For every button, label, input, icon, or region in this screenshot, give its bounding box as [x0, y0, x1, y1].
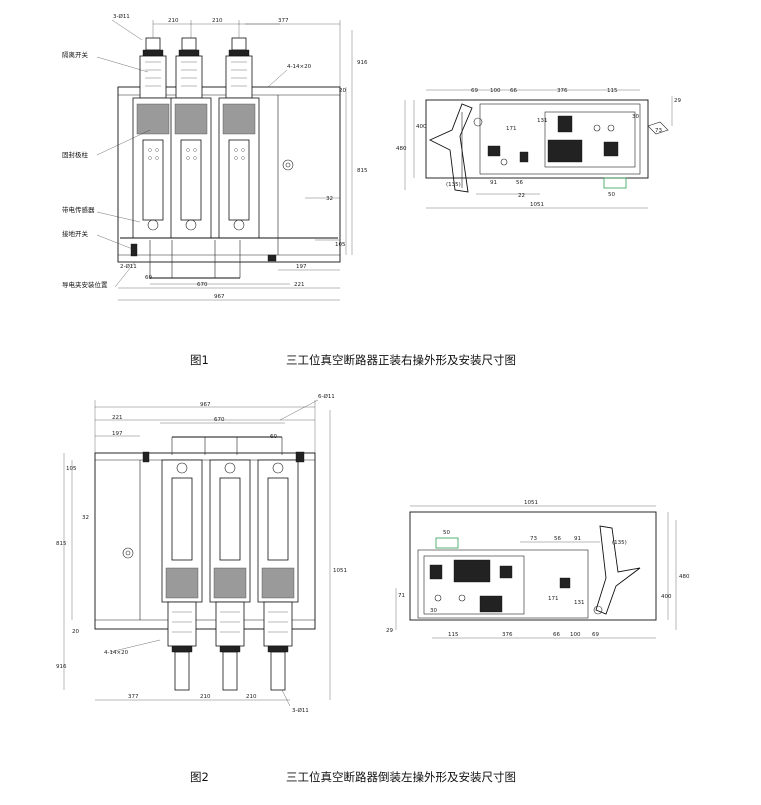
fig2-d32: 32: [82, 515, 89, 521]
fig2-side-d69: 69: [592, 632, 599, 638]
fig1-dim-105: 105: [335, 242, 346, 248]
fig1-caption-number: 图1: [190, 353, 209, 367]
fig1-top-right: 377: [278, 18, 289, 24]
fig2-d210a: 210: [200, 694, 211, 700]
fig2-d197: 197: [112, 431, 123, 437]
fig1-label-isolating-switch: 隔离开关: [62, 50, 89, 59]
fig2-d221: 221: [112, 415, 123, 421]
fig2-side-d135: (135): [612, 540, 627, 546]
fig2-holes-bottom: 3-Ø11: [292, 707, 309, 714]
fig2-shaft-icon: [122, 547, 134, 559]
fig2-d210b: 210: [246, 694, 257, 700]
fig1-side-d480: 480: [396, 146, 407, 152]
fig2-caption-number: 图2: [190, 770, 209, 784]
fig2-d670: 670: [214, 417, 225, 423]
fig1-pitch-right: 210: [212, 18, 223, 24]
fig2-side-d29: 29: [386, 628, 393, 634]
fig2-d377: 377: [128, 694, 139, 700]
fig2-side-d171: 171: [548, 596, 559, 602]
fig2-front-view: [63, 399, 331, 707]
fig1-side-d131: 131: [537, 118, 548, 124]
fig2-side-d131: 131: [574, 600, 585, 606]
fig1-dim-221: 221: [294, 282, 305, 288]
fig1-side-d135: (135): [446, 182, 461, 188]
fig2-side-d56: 56: [554, 536, 561, 542]
fig1-side-d22: 22: [518, 193, 525, 199]
fig1-label-live-sensor: 带电传感器: [62, 205, 95, 214]
fig1-slots: 4-14×20: [287, 64, 312, 70]
fig1-label-earthing-switch: 接地开关: [62, 229, 89, 238]
fig1-side-d91: 91: [490, 180, 497, 186]
fig1-side-d171: 171: [506, 126, 517, 132]
fig1-holes-top: 3-Ø11: [113, 13, 130, 20]
fig1-side-d400: 400: [416, 124, 427, 130]
fig1-label-clamp-position: 导电夹安装位置: [62, 280, 108, 289]
fig1-poles: [132, 97, 260, 239]
fig1-dim-197: 197: [296, 264, 307, 270]
fig2-side-d376: 376: [502, 632, 513, 638]
fig2-side-d71: 71: [398, 593, 405, 599]
fig1-side-d1051: 1051: [530, 202, 544, 208]
fig2-caption-title: 三工位真空断路器倒装左操外形及安装尺寸图: [286, 770, 516, 784]
fig1-side-d50: 50: [608, 192, 615, 198]
fig2-holes: 6-Ø11: [318, 393, 335, 400]
fig2-side-d50: 50: [443, 530, 450, 536]
fig2-d60: 60: [270, 434, 277, 440]
fig1-front-view: [96, 19, 353, 301]
fig2-side-d400: 400: [661, 594, 672, 600]
fig2-d20: 20: [72, 629, 79, 635]
fig2-side-d1051: 1051: [524, 500, 538, 506]
fig2-d967: 967: [200, 402, 211, 408]
fig2-slots: 4-14×20: [104, 650, 129, 656]
fig2-side-d30: 30: [430, 608, 437, 614]
fig2-d1051: 1051: [333, 568, 347, 574]
fig2-d815: 815: [56, 541, 67, 547]
fig2-side-d480: 480: [679, 574, 690, 580]
fig2-side-d100: 100: [570, 632, 581, 638]
fig1-side-d376: 376: [557, 88, 568, 94]
fig1-side-d30: 30: [632, 114, 639, 120]
fig2-side-view: [395, 505, 677, 639]
fig2-side-d115: 115: [448, 632, 459, 638]
fig2-side-d73: 73: [530, 536, 537, 542]
fig1-side-d69: 69: [471, 88, 478, 94]
fig2-d105: 105: [66, 466, 77, 472]
fig1-top-bushings: [139, 37, 253, 99]
fig1-side-view: [404, 89, 673, 209]
fig1-dim-32: 32: [326, 196, 333, 202]
fig1-shaft-icon: [282, 159, 294, 171]
fig1-caption-title: 三工位真空断路器正装右操外形及安装尺寸图: [286, 353, 516, 367]
fig2-d916: 916: [56, 664, 67, 670]
fig1-dim-670: 670: [197, 282, 208, 288]
fig1-side-d29: 29: [674, 98, 681, 104]
fig1-ground-holes: 2-Ø11: [120, 263, 137, 270]
fig1-side-916: 916: [357, 60, 368, 66]
fig1-side-d115: 115: [607, 88, 618, 94]
fig1-pitch-left: 210: [168, 18, 179, 24]
fig1-side-d66: 66: [510, 88, 517, 94]
fig2-side-d91: 91: [574, 536, 581, 542]
fig1-dim-967: 967: [214, 294, 225, 300]
fig1-side-815: 815: [357, 168, 368, 174]
fig1-side-d73: 73: [655, 128, 662, 134]
fig1-side-20: 20: [339, 88, 346, 94]
fig1-side-d56: 56: [516, 180, 523, 186]
fig2-side-d66: 66: [553, 632, 560, 638]
fig1-side-d100: 100: [490, 88, 501, 94]
fig1-label-sealed-pole: 固封极柱: [62, 150, 89, 159]
fig1-dim-60: 60: [145, 275, 152, 281]
